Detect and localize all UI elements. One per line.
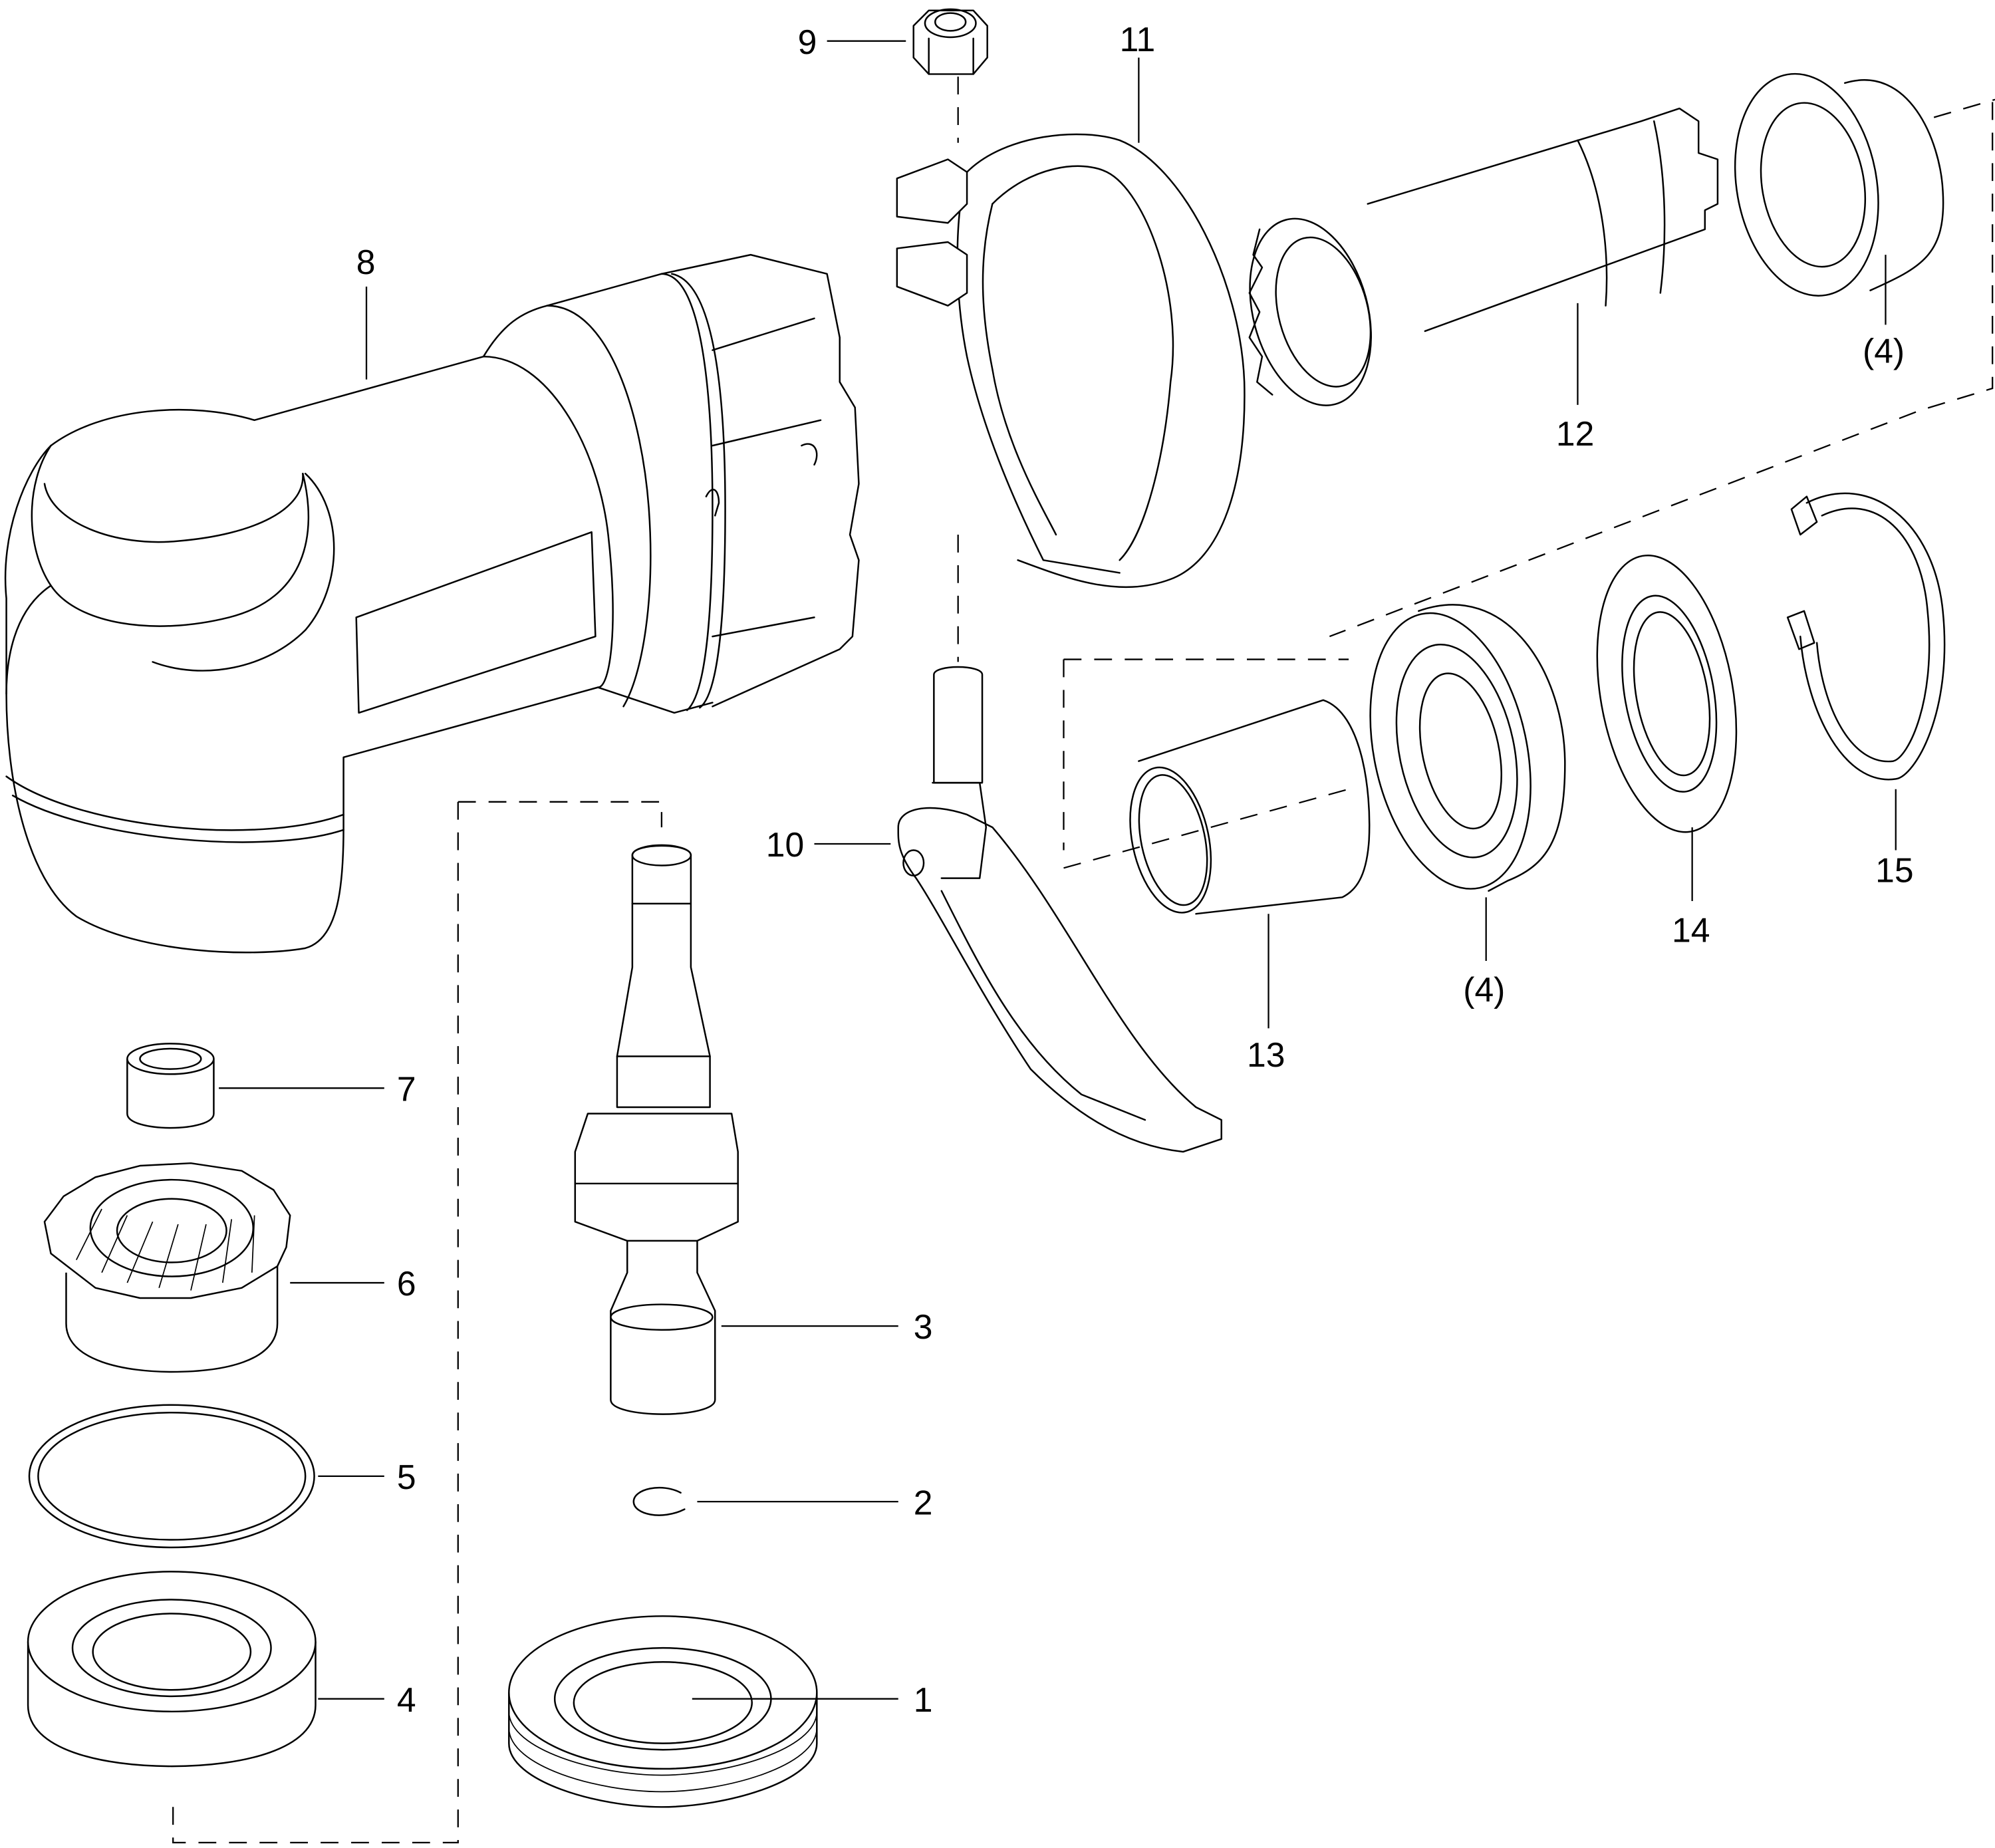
callout-6: 6 <box>397 1264 416 1303</box>
callout-2: 2 <box>914 1483 933 1521</box>
callout-9: 9 <box>798 23 817 61</box>
part-bearing-left <box>27 1571 317 1768</box>
callout-1: 1 <box>914 1680 933 1719</box>
callout-15: 15 <box>1875 851 1913 889</box>
part-internal-retaining-ring <box>1786 492 1946 781</box>
part-shim-washer <box>1596 554 1738 833</box>
part-pinion-shaft <box>1248 107 1719 406</box>
part-needle-bearing <box>126 1043 215 1129</box>
callout-4: 4 <box>397 1680 416 1719</box>
callout-5: 5 <box>397 1458 416 1496</box>
part-lever <box>897 666 1222 1153</box>
callout-3: 3 <box>914 1307 933 1346</box>
part-spacer-sleeve <box>1129 699 1371 915</box>
leader-lines <box>219 40 1897 1700</box>
callout-7: 7 <box>397 1069 416 1108</box>
callout-labels: 1 2 3 4 5 6 7 8 9 10 11 12 (4) 13 (4) 14… <box>356 20 1914 1719</box>
part-clamp-band <box>896 133 1246 589</box>
part-lock-nut <box>912 8 988 75</box>
part-angle-housing <box>4 253 860 954</box>
callout-14: 14 <box>1672 910 1710 949</box>
part-bevel-gear <box>43 1162 291 1373</box>
part-bearing-upper <box>1734 72 1944 297</box>
callout-12: 12 <box>1556 414 1594 453</box>
part-snap-ring <box>632 1487 686 1516</box>
part-threaded-retaining-ring <box>508 1615 818 1808</box>
assembly-guide-lines <box>172 76 1995 1844</box>
callout-4b: (4) <box>1463 970 1505 1009</box>
part-o-ring <box>28 1404 315 1549</box>
callout-4a: (4) <box>1863 332 1905 370</box>
callout-13: 13 <box>1247 1035 1285 1074</box>
part-spindle <box>574 844 739 1415</box>
callout-11: 11 <box>1120 20 1156 59</box>
callout-10: 10 <box>766 825 804 864</box>
callout-8: 8 <box>356 243 376 281</box>
part-bearing-lower <box>1369 604 1566 892</box>
